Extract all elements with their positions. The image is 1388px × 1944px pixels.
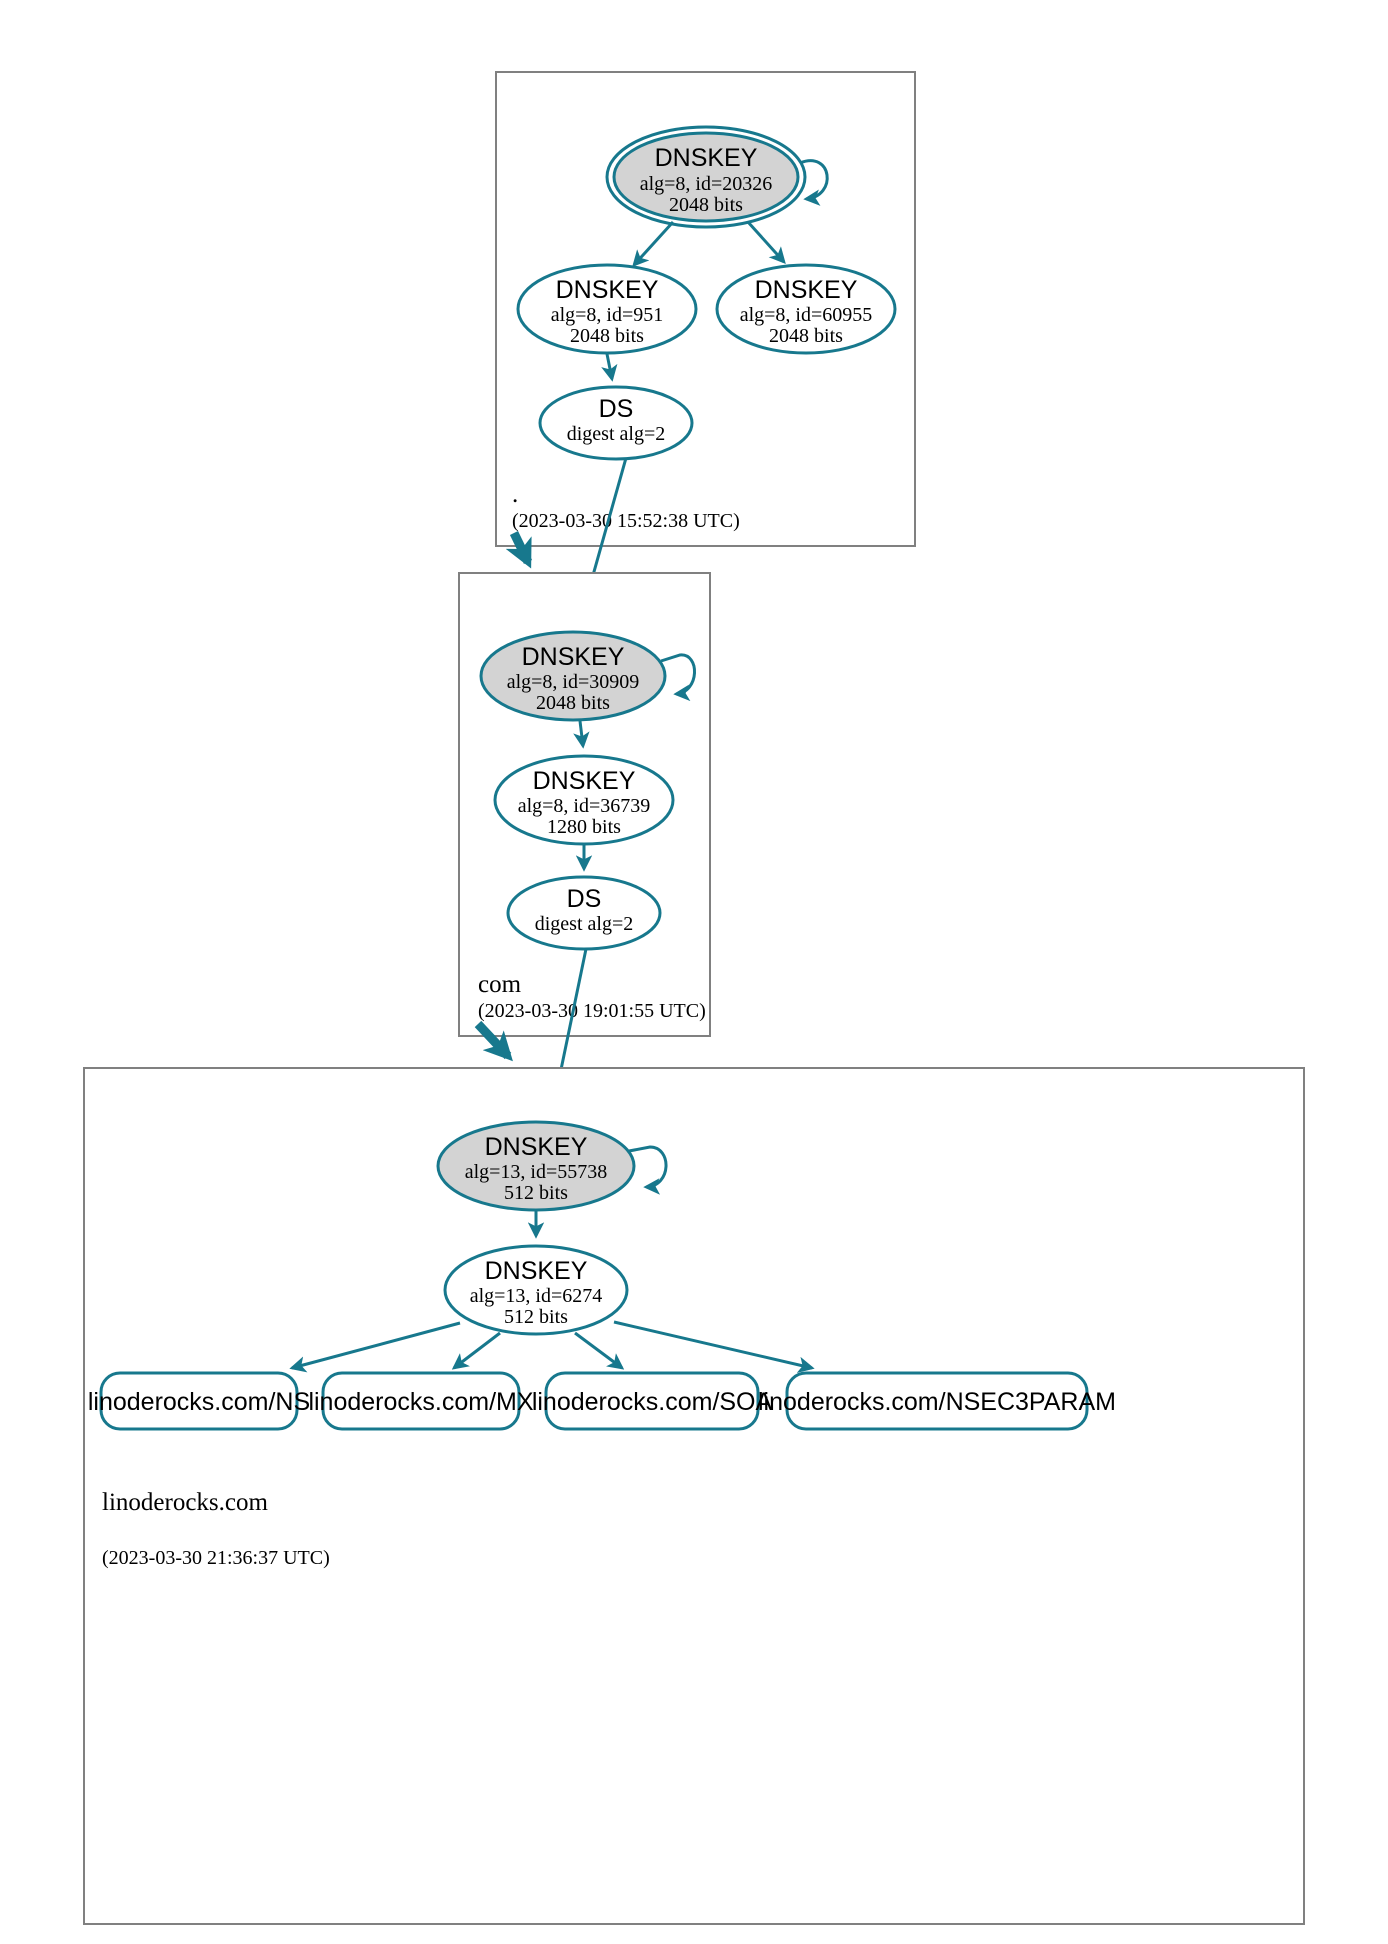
node-params-com-zsk: alg=8, id=36739 [518, 795, 651, 817]
node-title-com-ds: DS [567, 885, 602, 913]
node-params-lr-ksk: alg=13, id=55738 [465, 1161, 608, 1183]
node-title-root-zsk951: DNSKEY [556, 276, 659, 304]
zone-label-com: com [478, 971, 522, 998]
rrset-box-mx[interactable] [321, 1371, 521, 1431]
node-size-com-ksk: 2048 bits [536, 692, 610, 714]
zone-box-linoderocks [83, 1067, 1305, 1925]
zone-timestamp-linoderocks: (2023-03-30 21:36:37 UTC) [102, 1547, 330, 1569]
node-title-com-ksk: DNSKEY [522, 643, 625, 671]
node-dnskey-com-zsk[interactable] [493, 754, 675, 846]
node-params-root-zsk60955: alg=8, id=60955 [740, 304, 873, 326]
node-title-lr-zsk: DNSKEY [485, 1257, 588, 1285]
node-dnskey-com-ksk[interactable] [479, 630, 667, 722]
rrset-label-soa: linoderocks.com/SOA [532, 1388, 773, 1416]
node-params-lr-zsk: alg=13, id=6274 [470, 1285, 603, 1307]
node-dnskey-linoderocks-ksk[interactable] [436, 1120, 636, 1212]
rrset-box-ns[interactable] [99, 1371, 299, 1431]
edge-root-ksk-to-zsk951 [632, 220, 675, 268]
rrset-label-mx: linoderocks.com/MX [308, 1388, 533, 1416]
edge-com-ksk-self [660, 653, 696, 702]
edge-lr-zsk-to-ns [289, 1321, 461, 1373]
node-size-lr-ksk: 512 bits [504, 1182, 568, 1204]
edge-lr-zsk-to-nsec3param [613, 1320, 815, 1373]
node-title-lr-ksk: DNSKEY [485, 1133, 588, 1161]
node-size-root-ksk: 2048 bits [669, 194, 743, 216]
edge-delegation-com-to-linoderocks [474, 1020, 513, 1062]
node-params-root-ksk: alg=8, id=20326 [640, 173, 773, 195]
node-size-com-zsk: 1280 bits [547, 816, 621, 838]
node-params-root-zsk951: alg=8, id=951 [551, 304, 664, 326]
rrset-box-soa[interactable] [544, 1371, 760, 1431]
edge-lr-zsk-to-mx [451, 1331, 501, 1370]
node-dnskey-root-ksk[interactable] [612, 131, 800, 223]
trust-anchor-ring [605, 125, 807, 229]
rrset-label-ns: linoderocks.com/NS [88, 1388, 310, 1416]
node-ds-root[interactable] [538, 385, 694, 461]
edge-root-ksk-self [799, 159, 829, 206]
node-size-root-zsk951: 2048 bits [570, 325, 644, 347]
edge-com-ksk-to-zsk [573, 720, 590, 749]
node-title-com-zsk: DNSKEY [533, 767, 636, 795]
zone-timestamp-com: (2023-03-30 19:01:55 UTC) [478, 1000, 706, 1022]
node-ds-com[interactable] [506, 875, 662, 951]
node-dnskey-root-zsk951[interactable] [516, 263, 698, 355]
edge-root-ksk-to-zsk60955 [746, 220, 786, 265]
node-size-lr-zsk: 512 bits [504, 1306, 568, 1328]
zone-label-root: . [512, 481, 518, 508]
rrset-box-nsec3param[interactable] [785, 1371, 1089, 1431]
zone-timestamp-root: (2023-03-30 15:52:38 UTC) [512, 510, 740, 532]
edge-delegation-root-to-com [505, 531, 533, 569]
edge-lr-ksk-self [628, 1145, 668, 1195]
node-params-com-ds: digest alg=2 [535, 913, 634, 935]
node-size-root-zsk60955: 2048 bits [769, 325, 843, 347]
node-dnskey-root-zsk60955[interactable] [715, 263, 897, 355]
node-title-root-ds: DS [599, 395, 634, 423]
node-params-com-ksk: alg=8, id=30909 [507, 671, 640, 693]
node-title-root-zsk60955: DNSKEY [755, 276, 858, 304]
zone-label-linoderocks: linoderocks.com [102, 1489, 268, 1516]
node-params-root-ds: digest alg=2 [567, 423, 666, 445]
node-dnskey-linoderocks-zsk[interactable] [443, 1244, 629, 1336]
node-title-root-ksk: DNSKEY [655, 144, 758, 172]
rrset-label-nsec3param: linoderocks.com/NSEC3PARAM [758, 1388, 1116, 1416]
edge-lr-zsk-to-soa [574, 1331, 625, 1370]
edge-root-zsk951-to-ds [601, 353, 618, 382]
